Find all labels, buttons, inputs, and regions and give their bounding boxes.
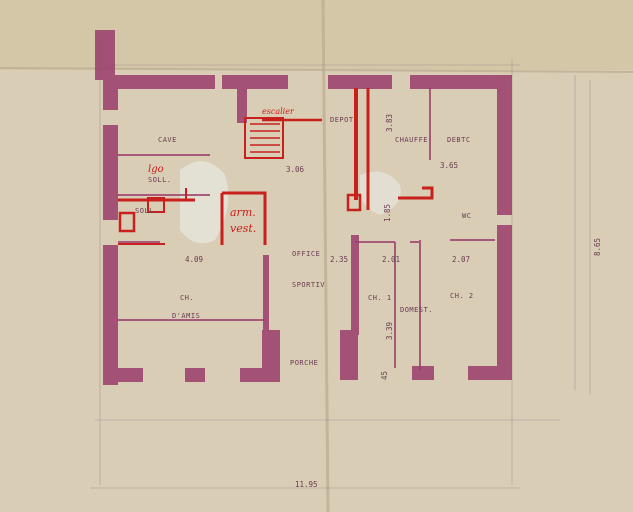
wall-top-right <box>328 75 392 89</box>
dimension-235: 2.35 <box>330 255 348 264</box>
paper-stain <box>360 171 401 215</box>
room-label-soll-2: SOLL. <box>135 207 159 215</box>
wall-bottom-right-mid <box>412 366 434 380</box>
wall-stub-top-left <box>95 30 115 80</box>
dimension-overall-width: 11.95 <box>295 480 318 489</box>
dimension-383: 3.83 <box>385 114 394 132</box>
paper-fold-vertical <box>321 0 330 512</box>
room-label-cave: CAVE <box>158 136 177 144</box>
wall-top-left <box>103 75 215 89</box>
walls <box>95 30 512 385</box>
red-fixture <box>118 211 136 233</box>
wall-left-mid <box>103 125 118 220</box>
room-label-office: OFFICE <box>292 250 320 258</box>
room-label-ch1: CH. 1 <box>368 294 392 302</box>
room-label-domestique: DOMEST. <box>400 306 433 314</box>
room-label-soll-1: SOLL. <box>148 176 172 184</box>
dimension-185: 1.85 <box>383 204 392 222</box>
stair-treads <box>250 123 280 153</box>
dimension-339: 3.39 <box>385 322 394 340</box>
annotation-vest: vest. <box>230 222 256 235</box>
annotation-arm: arm. <box>230 206 256 219</box>
red-annotations <box>118 88 434 245</box>
wall-inner-vertical-b <box>351 235 359 335</box>
stair-block <box>244 117 284 159</box>
dimension-201: 2.01 <box>382 255 400 264</box>
wall-bottom-right <box>468 366 512 380</box>
annotation-escalier: escalier <box>262 107 295 116</box>
dimension-45: 45 <box>380 371 389 380</box>
wall-left-upper <box>103 75 118 110</box>
room-label-chambre-amis: CH. <box>180 294 194 302</box>
wall-left-lower <box>103 245 118 385</box>
room-label-sportive: SPORTIV <box>292 281 325 289</box>
dimension-365: 3.65 <box>440 161 458 170</box>
dimension-207: 2.07 <box>452 255 470 264</box>
room-label-ch2: CH. 2 <box>450 292 474 300</box>
paper-top-strip <box>0 0 633 70</box>
paper-stain <box>180 161 229 244</box>
room-label-chauffe: CHAUFFE <box>395 136 428 144</box>
wall-porch-right <box>340 330 358 380</box>
annotation-lgo: lgo <box>148 164 164 175</box>
room-label-depot: DEPOT <box>330 116 354 124</box>
red-arm-vest-box <box>220 191 267 245</box>
wall-top-far-right <box>410 75 512 89</box>
dimension-306: 3.06 <box>286 165 305 174</box>
wall-top-middle <box>222 75 288 89</box>
room-label-chambre-amis-sub: D'AMIS <box>172 312 200 320</box>
red-chimney <box>398 186 434 200</box>
interior-partitions <box>118 88 495 370</box>
dimension-overall-depth: 8.65 <box>593 238 602 256</box>
red-wall-office <box>346 193 362 212</box>
room-label-porche: PORCHE <box>290 359 318 367</box>
wall-bottom-left <box>103 368 143 382</box>
wall-inner-vertical-c <box>263 255 269 365</box>
wall-right-upper <box>497 75 512 215</box>
dimension-409: 4.09 <box>185 255 203 264</box>
room-label-debarras: DEBTC <box>447 136 471 144</box>
room-label-wc: WC <box>462 212 471 220</box>
red-sink <box>147 197 165 213</box>
wall-inner-vertical-a <box>237 88 247 123</box>
wall-bottom-mid-left <box>185 368 205 382</box>
wall-right-lower <box>497 225 512 380</box>
